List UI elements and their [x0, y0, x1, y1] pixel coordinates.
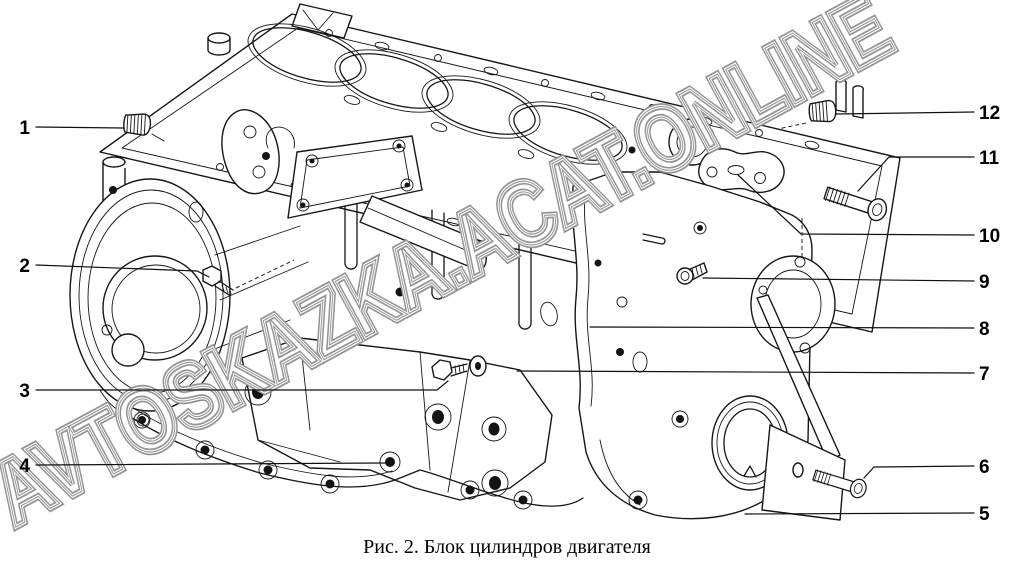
mount-bracket — [241, 337, 553, 501]
clutch-housing — [69, 109, 309, 427]
leader-line-12 — [835, 111, 975, 115]
callout-label-11[interactable]: 11 — [979, 148, 1000, 169]
callout-label-1[interactable]: 1 — [19, 118, 30, 139]
callout-label-9[interactable]: 9 — [979, 272, 990, 293]
leader-lines — [35, 111, 975, 515]
leader-line-11 — [857, 156, 975, 192]
bolt-3 — [431, 355, 487, 381]
leader-line-4 — [35, 462, 389, 466]
leader-line-6 — [863, 465, 975, 479]
callout-label-3[interactable]: 3 — [19, 381, 30, 402]
bolt-9 — [676, 262, 708, 285]
leader-line-7 — [516, 370, 975, 374]
callout-label-5[interactable]: 5 — [979, 504, 990, 525]
threaded-plug-12 — [808, 99, 837, 123]
oil-pan-rail — [117, 399, 584, 510]
callout-label-12[interactable]: 12 — [979, 103, 1000, 124]
hardware — [123, 99, 888, 499]
bolt-6 — [812, 469, 867, 499]
leader-line-1 — [35, 126, 124, 129]
leader-line-2 — [35, 264, 210, 278]
block-front-face — [265, 118, 785, 330]
callout-label-8[interactable]: 8 — [979, 319, 990, 340]
callout-label-10[interactable]: 10 — [979, 226, 1000, 247]
deck-tab — [291, 3, 353, 39]
leader-line-8 — [589, 326, 975, 329]
leader-line-9 — [702, 277, 975, 282]
callout-label-6[interactable]: 6 — [979, 457, 990, 478]
leader-line-10 — [737, 174, 975, 236]
leader-line-3 — [35, 380, 449, 391]
bolt-11 — [823, 186, 888, 222]
pump-flange — [265, 126, 487, 272]
callout-label-4[interactable]: 4 — [19, 456, 30, 477]
bolt-2 — [202, 259, 295, 296]
leader-line-5 — [744, 512, 975, 515]
figure-caption: Рис. 2. Блок цилиндров двигателя — [363, 536, 651, 558]
callout-numbers: 1 2 3 4 12 11 10 9 8 7 6 5 — [19, 103, 1000, 525]
threaded-plug-1 — [123, 113, 152, 136]
cylinder-bores — [247, 23, 628, 165]
callout-label-2[interactable]: 2 — [19, 256, 30, 277]
callout-label-7[interactable]: 7 — [979, 364, 990, 385]
